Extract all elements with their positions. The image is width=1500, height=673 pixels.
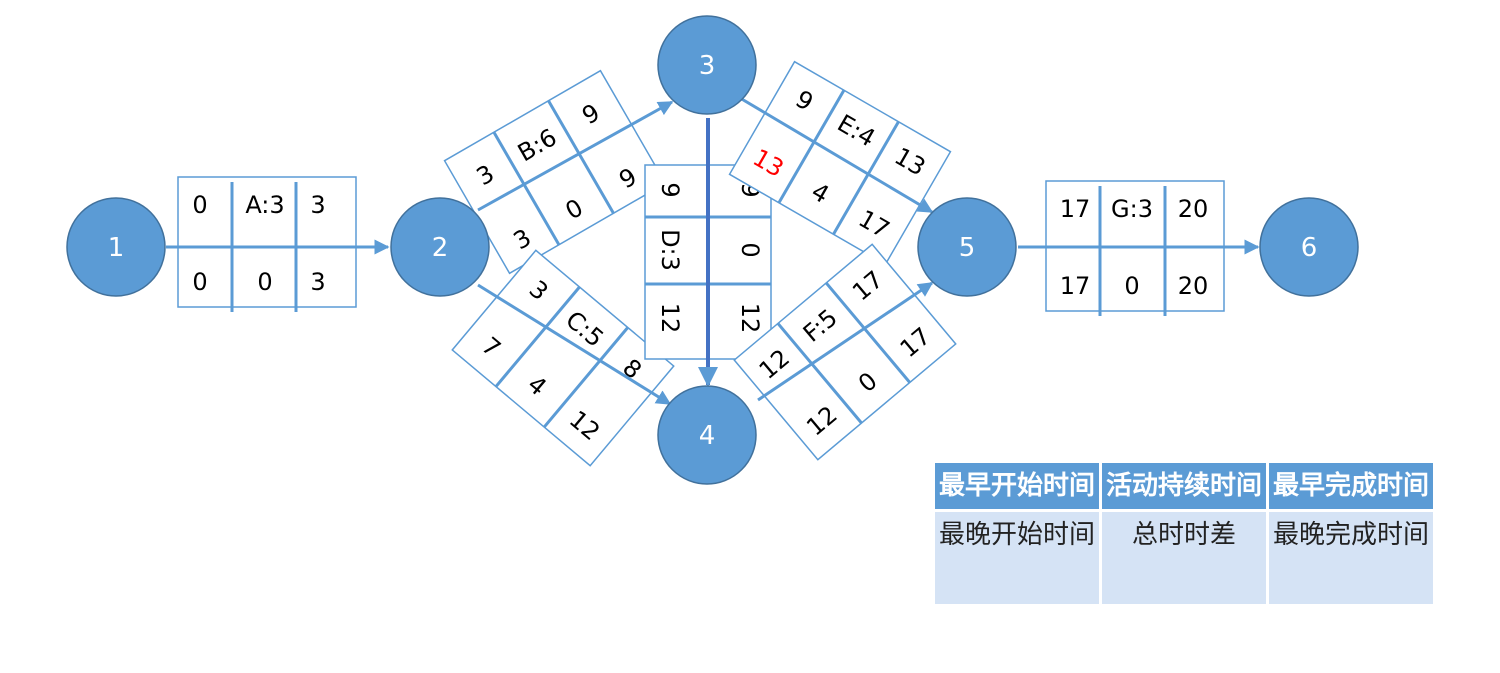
- activity-a-es: 0: [192, 191, 207, 219]
- legend-body-row: 最晚开始时间 总时时差 最晚完成时间: [935, 512, 1433, 604]
- activity-d-tf: 12: [656, 303, 684, 334]
- node-4-label: 4: [699, 421, 716, 451]
- legend-activity-duration: 活动持续时间: [1102, 463, 1266, 509]
- activity-box-b: 3 B:6 9 3 0 9: [443, 69, 667, 275]
- node-3-label: 3: [699, 51, 716, 81]
- activity-d-name: D:3: [656, 229, 684, 271]
- node-3: 3: [657, 15, 757, 115]
- node-4: 4: [657, 385, 757, 485]
- activity-box-a: 0 A:3 3 0 0 3: [177, 176, 357, 312]
- node-2-label: 2: [432, 233, 449, 263]
- node-6-label: 6: [1301, 233, 1318, 263]
- activity-d-ef: 9: [656, 182, 684, 197]
- node-2: 2: [390, 197, 490, 297]
- activity-box-c: 3 C:5 8 7 4 12: [451, 249, 675, 467]
- legend-latest-start: 最晚开始时间: [935, 512, 1099, 604]
- activity-g-ls: 17: [1060, 272, 1091, 300]
- activity-d-lf: 12: [736, 303, 764, 334]
- activity-g-ef: 20: [1178, 195, 1209, 223]
- activity-a-ef: 3: [310, 191, 325, 219]
- activity-a-name: A:3: [245, 191, 284, 219]
- activity-g-es: 17: [1060, 195, 1091, 223]
- legend-latest-finish: 最晚完成时间: [1269, 512, 1433, 604]
- activity-box-e: 9 E:4 13 13 4 17: [728, 60, 952, 266]
- activity-g-lf: 20: [1178, 272, 1209, 300]
- node-1: 1: [66, 197, 166, 297]
- activity-d-ls: 0: [736, 242, 764, 257]
- legend-header-row: 最早开始时间 活动持续时间 最早完成时间: [935, 463, 1433, 509]
- activity-a-ls: 0: [192, 268, 207, 296]
- legend-table: 最早开始时间 活动持续时间 最早完成时间 最晚开始时间 总时时差 最晚完成时间: [932, 460, 1436, 607]
- activity-g-name: G:3: [1111, 195, 1153, 223]
- activity-box-f: 12 F:5 17 12 0 17: [733, 243, 957, 461]
- arrow-2-3: [477, 100, 674, 212]
- legend-earliest-start: 最早开始时间: [935, 463, 1099, 509]
- node-5: 5: [917, 197, 1017, 297]
- node-5-label: 5: [959, 233, 976, 263]
- legend-total-float: 总时时差: [1102, 512, 1266, 604]
- arrow-4-5: [757, 281, 934, 402]
- arrow-3-5: [739, 96, 934, 214]
- node-6: 6: [1259, 197, 1359, 297]
- arrow-2-4: [477, 283, 672, 406]
- activity-a-tf: 0: [257, 268, 272, 296]
- activity-g-tf: 0: [1124, 272, 1139, 300]
- node-1-label: 1: [108, 233, 125, 263]
- legend-earliest-finish: 最早完成时间: [1269, 463, 1433, 509]
- activity-a-lf: 3: [310, 268, 325, 296]
